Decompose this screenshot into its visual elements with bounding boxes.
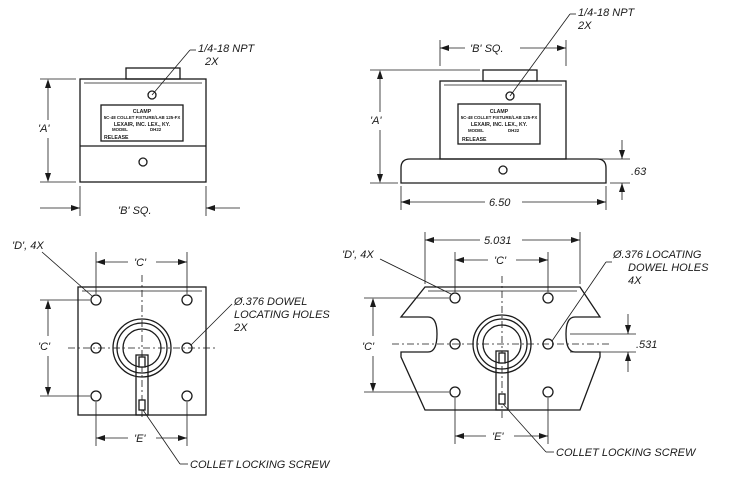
dim-5031: 5.031	[484, 235, 512, 247]
dim-c-top-left: 'C'	[134, 257, 147, 269]
dim-c-side-left: 'C'	[38, 341, 51, 353]
dim-c-side-right: 'C'	[362, 341, 375, 353]
dowel-label-left: Ø.376 DOWEL	[233, 296, 307, 308]
collet-screw-label-right: COLLET LOCKING SCREW	[556, 447, 697, 459]
dim-b-left: 'B' SQ.	[118, 205, 152, 217]
bolt-hole	[181, 294, 193, 306]
nameplate-title: CLAMP	[133, 109, 152, 115]
dowel-hole	[90, 342, 102, 354]
nameplate-model-value-right: DH22	[508, 128, 520, 133]
dowel-hole	[181, 342, 193, 354]
dim-e-right: 'E'	[492, 431, 504, 443]
npt-count-right: 2X	[577, 20, 592, 32]
npt-port-right-bottom	[498, 165, 508, 175]
nameplate-line2: LEXAIR, INC. LEX., KY.	[114, 122, 171, 128]
dowel-hole	[542, 338, 554, 350]
nameplate-model-label: MODEL	[112, 127, 128, 132]
plan-view-left: 'D', 4X 'C' 'C' 'E' Ø.376 DOWEL LOCATING…	[12, 240, 331, 471]
bolt-hole	[542, 386, 554, 398]
bolt-hole	[449, 386, 461, 398]
dowel-label-right: Ø.376 LOCATING	[612, 249, 702, 261]
nameplate-line2-right: LEXAIR, INC. LEX., KY.	[471, 122, 528, 128]
npt-port-left-bottom	[138, 157, 148, 167]
bolt-hole	[90, 390, 102, 402]
collet-locking-screw-right	[498, 393, 506, 405]
front-view-right: CLAMP 5C-48 COLLET FIXTURE/LAB 125-FX LE…	[370, 7, 647, 210]
bolt-hole	[181, 390, 193, 402]
plan-view-right: 5.031 'C' 'D', 4X 'C' .531 'E'	[342, 232, 709, 459]
npt-count-left: 2X	[204, 56, 219, 68]
dowel-label-right-2: DOWEL HOLES	[628, 262, 709, 274]
nameplate-release: RELEASE	[104, 135, 129, 141]
nameplate-model-label-right: MODEL	[468, 128, 484, 133]
bolt-hole	[449, 292, 461, 304]
nameplate-title-right: CLAMP	[490, 109, 509, 115]
dim-c-top-right: 'C'	[494, 255, 507, 267]
nameplate-release-right: RELEASE	[462, 137, 487, 143]
dim-a-right: 'A'	[370, 115, 382, 127]
dim-b-right: 'B' SQ.	[470, 43, 504, 55]
nameplate-line1: 5C-48 COLLET FIXTURE/LAB 125-FX	[104, 115, 181, 120]
bolt-hole	[90, 294, 102, 306]
dowel-label-left-2: LOCATING HOLES	[234, 309, 330, 321]
collet-locking-screw-left	[138, 399, 146, 411]
collet-screw-label-left: COLLET LOCKING SCREW	[190, 459, 331, 471]
npt-label-left: 1/4-18 NPT	[198, 43, 256, 55]
dim-650: 6.50	[489, 197, 511, 209]
dim-e-left: 'E'	[134, 433, 146, 445]
npt-label-right: 1/4-18 NPT	[578, 7, 636, 19]
dim-063: .63	[631, 166, 647, 178]
nameplate-model-value: DH22	[150, 127, 162, 132]
dim-d-right: 'D', 4X	[342, 249, 374, 261]
nameplate-line1-right: 5C-48 COLLET FIXTURE/LAB 125-FX	[461, 115, 538, 120]
npt-port-left-top	[147, 90, 157, 100]
dim-531: .531	[636, 339, 657, 351]
dowel-count-right: 4X	[628, 275, 642, 287]
dim-a-left: 'A'	[38, 123, 50, 135]
npt-port-right-top	[505, 91, 515, 101]
dowel-hole	[449, 338, 461, 350]
front-view-left: CLAMP 5C-48 COLLET FIXTURE/LAB 125-FX LE…	[38, 43, 256, 217]
nameplate-right: CLAMP 5C-48 COLLET FIXTURE/LAB 125-FX LE…	[457, 103, 541, 145]
dim-d-left: 'D', 4X	[12, 240, 44, 252]
dowel-count-left: 2X	[233, 322, 248, 334]
bolt-hole	[542, 292, 554, 304]
nameplate-left: CLAMP 5C-48 COLLET FIXTURE/LAB 125-FX LE…	[100, 104, 184, 142]
